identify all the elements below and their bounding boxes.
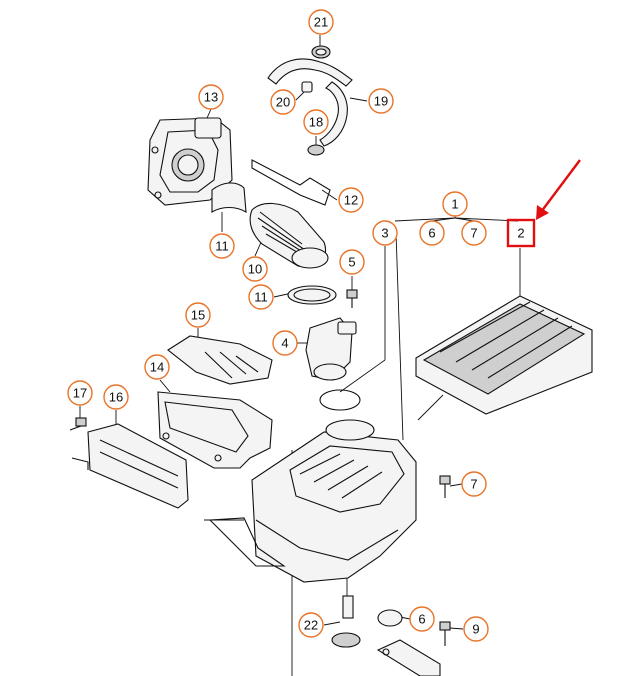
callout-label: 22 <box>304 618 318 633</box>
callout-label: 12 <box>344 193 358 208</box>
callout-circle <box>338 187 364 213</box>
callout-label: 21 <box>314 15 328 30</box>
callout-label: 17 <box>73 386 87 401</box>
callout-c20: 20 <box>270 89 296 115</box>
part-intake-hose-10 <box>249 202 329 269</box>
part-bolt-9 <box>439 621 451 646</box>
part-bolt-17 <box>69 417 87 431</box>
part-duct-16 <box>71 423 189 509</box>
callout-c1: 1 <box>442 191 468 217</box>
callout-label: 9 <box>472 622 479 637</box>
part-clamp-11-lower <box>287 285 337 305</box>
callout-label: 3 <box>381 226 388 241</box>
callout-c2: 2 <box>517 226 524 241</box>
callout-c21: 21 <box>308 9 334 35</box>
callout-circle <box>461 471 487 497</box>
callout-c22: 22 <box>298 612 324 638</box>
part-bolt-5 <box>346 289 358 308</box>
part-clamp-11-upper <box>211 182 247 214</box>
callout-circle <box>303 109 329 135</box>
callout-circle <box>103 384 129 410</box>
callout-label: 11 <box>215 239 229 254</box>
callout-label: 13 <box>204 90 218 105</box>
callout-c13: 13 <box>198 84 224 110</box>
callout-c4: 4 <box>272 330 298 356</box>
highlight-box-part-2 <box>506 218 536 248</box>
callout-circle <box>368 88 394 114</box>
callout-label: 2 <box>517 226 524 241</box>
callout-circle <box>463 616 489 642</box>
part-air-filter-2 <box>415 295 593 415</box>
callout-circle <box>198 84 224 110</box>
pointer-arrow <box>536 159 581 220</box>
callout-label: 20 <box>276 95 290 110</box>
callout-c19: 19 <box>368 88 394 114</box>
part-hoses-top <box>251 45 353 206</box>
callout-circle <box>144 354 170 380</box>
callout-c6a: 6 <box>419 220 445 246</box>
callout-circle <box>442 191 468 217</box>
callout-label: 18 <box>309 115 323 130</box>
callout-label: 11 <box>254 290 268 305</box>
callout-circle <box>270 89 296 115</box>
callout-label: 7 <box>470 477 477 492</box>
part-oring <box>319 389 361 411</box>
callout-label: 5 <box>348 255 355 270</box>
callout-c14: 14 <box>144 354 170 380</box>
callout-label: 19 <box>374 94 388 109</box>
part-airbox-3 <box>208 419 417 583</box>
callout-circle <box>339 249 365 275</box>
part-maf-sensor-4 <box>305 317 357 381</box>
callout-circle <box>185 302 211 328</box>
callout-c12: 12 <box>338 187 364 213</box>
callout-circle <box>209 233 235 259</box>
callout-circle <box>67 380 93 406</box>
callout-c5: 5 <box>339 249 365 275</box>
callout-c7b: 7 <box>461 471 487 497</box>
callout-c3: 3 <box>372 220 398 246</box>
callout-label: 16 <box>109 390 123 405</box>
callout-c18: 18 <box>303 109 329 135</box>
part-bolt-7-lower <box>439 475 451 498</box>
part-mount-6 <box>376 609 441 676</box>
callout-label: 7 <box>470 226 477 241</box>
callout-circle <box>461 220 487 246</box>
callout-c6b: 6 <box>409 606 435 632</box>
callout-label: 10 <box>248 262 262 277</box>
callout-c11b: 11 <box>248 284 274 310</box>
callout-circle <box>419 220 445 246</box>
part-duct-14 <box>157 391 273 469</box>
callout-circle <box>248 284 274 310</box>
callout-c10: 10 <box>242 256 268 282</box>
callout-circle <box>372 220 398 246</box>
part-throttle-body-13 <box>147 117 233 206</box>
callout-c7a: 7 <box>461 220 487 246</box>
callout-label: 6 <box>428 226 435 241</box>
part-duct-15 <box>167 335 273 385</box>
callout-circle <box>308 9 334 35</box>
callout-c9: 9 <box>463 616 489 642</box>
callout-circle <box>242 256 268 282</box>
leader-lines <box>79 35 521 676</box>
callout-c15: 15 <box>185 302 211 328</box>
callout-c16: 16 <box>103 384 129 410</box>
callout-label: 1 <box>451 197 458 212</box>
callout-label: 15 <box>191 308 205 323</box>
callout-label: 14 <box>150 360 164 375</box>
callout-c11a: 11 <box>209 233 235 259</box>
callout-label: 6 <box>418 612 425 627</box>
callout-label: 4 <box>281 336 288 351</box>
callout-circle <box>409 606 435 632</box>
callout-c17: 17 <box>67 380 93 406</box>
callout-circle <box>298 612 324 638</box>
part-grommet-22 <box>331 595 361 648</box>
callout-circle <box>272 330 298 356</box>
